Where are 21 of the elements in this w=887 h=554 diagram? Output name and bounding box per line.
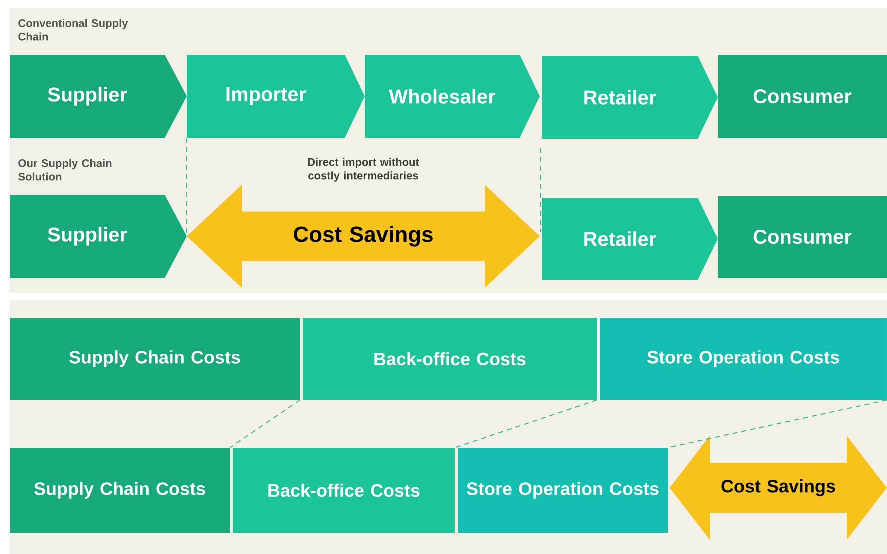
cost-box: Store Operation Costs <box>600 318 887 400</box>
cost-box: Supply Chain Costs <box>10 318 300 400</box>
cost-box: Supply Chain Costs <box>10 448 230 533</box>
cost-box: Store Operation Costs <box>458 448 668 533</box>
savings-banner: Cost Savings <box>187 185 540 288</box>
dashed-line <box>454 400 598 448</box>
step-banner: Supplier <box>10 195 187 278</box>
step-banner: Wholesaler <box>365 55 540 138</box>
step-banner: Retailer <box>542 56 718 139</box>
cost-box: Back-office Costs <box>233 448 455 533</box>
section-heading: Conventional Supply Chain <box>18 19 128 41</box>
step-banner: Importer <box>187 55 365 138</box>
step-banner: Supplier <box>10 55 187 138</box>
cost-box: Back-office Costs <box>303 318 597 400</box>
savings-banner: Cost Savings <box>670 436 887 540</box>
section-heading: Our Supply Chain Solution <box>18 159 112 181</box>
step-banner: Retailer <box>542 198 718 280</box>
cost-box: Consumer <box>718 55 887 138</box>
cost-box: Consumer <box>718 196 887 278</box>
dashed-line <box>230 400 301 448</box>
note-text: Direct import without costly intermediaries <box>308 158 420 182</box>
